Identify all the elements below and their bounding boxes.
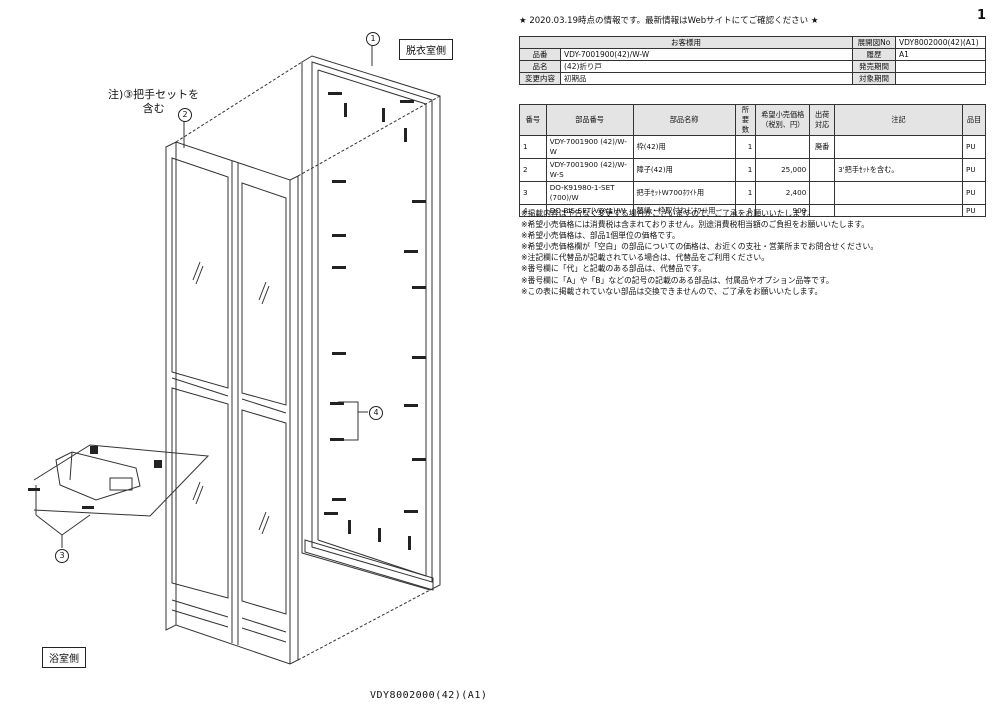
cell-name: 把手ｾｯﾄW700ﾎﾜｲﾄ用 <box>632 181 736 205</box>
cell-code: VDY-7001900 (42)/W-W-S <box>545 158 634 182</box>
callout-4: 4 <box>369 406 383 420</box>
cell-no: 3 <box>519 181 547 205</box>
cust-key: 発売期間 <box>852 60 896 73</box>
callout-3: 3 <box>55 549 69 563</box>
cust-key: 変更内容 <box>519 72 561 85</box>
cell-ship <box>809 158 836 182</box>
exploded-drawing <box>28 46 441 665</box>
drawing-number-footer: VDY8002000(42)(A1) <box>370 690 488 701</box>
cell-price: 25,000 <box>755 158 811 182</box>
cell-code: DO-BIS-SET(VDY1)/W <box>545 204 634 217</box>
note-line: ※掲載内容は予告なく変更する場合がございますので、ご了承をお願いいたします。 <box>521 209 815 218</box>
callout-2: 2 <box>178 108 192 122</box>
note-line: ※この表に掲載されていない部品は交換できませんので、ご了承をお願いいたします。 <box>521 286 823 296</box>
cell-price <box>755 135 811 159</box>
cust-key: 品名 <box>519 60 561 73</box>
col-header: 部品名称 <box>632 104 736 136</box>
cust-value: VDY-7001900(42)/W-W <box>560 48 853 61</box>
cust-value: (42)折り戸 <box>560 60 853 73</box>
cell-no: 2 <box>519 158 547 182</box>
cell-type: PU <box>962 135 986 159</box>
cust-key: 品番 <box>519 48 561 61</box>
note-line: ※希望小売価格欄が「空白」の部品についての価格は、お近くの支社・営業所までお問合… <box>521 242 879 252</box>
cust-key: 対象期間 <box>852 72 896 85</box>
table-row: 2 VDY-7001900 (42)/W-W-S 障子(42)用 1 25,00… <box>519 158 986 182</box>
note-line: ※番号欄に「代」と記載のある部品は、代替品です。 <box>521 264 707 274</box>
col-header: 部品番号 <box>545 104 634 136</box>
cell-name: 枠(42)用 <box>632 135 736 159</box>
cust-value: VDY8002000(42)(A1) <box>895 36 986 49</box>
cell-type: PU <box>962 204 986 217</box>
cell-ship <box>809 181 836 205</box>
customer-table: お客様用 展開図No VDY8002000(42)(A1) 品番 VDY-700… <box>519 36 986 85</box>
frame-outline <box>301 55 441 591</box>
parts-table: 番号 部品番号 部品名称 所要数 希望小売価格（税別、円） 出荷対応 注記 品目… <box>519 104 986 217</box>
page-number: 1 <box>976 8 986 23</box>
label-bathroom: 浴室側 <box>42 647 86 668</box>
cell-code: DO-K91980-1-SET (700)/W <box>545 181 634 205</box>
col-header: 出荷対応 <box>809 104 836 136</box>
cust-value: 初期品 <box>560 72 853 85</box>
cell-type: PU <box>962 181 986 205</box>
handle-set <box>55 451 141 501</box>
note-line: ※番号欄に「A」や「B」などの記号の記載のある部品は、付属品やオプション品等です… <box>521 275 834 285</box>
cell-ship: 廃番 <box>809 135 836 159</box>
table-row: 1 VDY-7001900 (42)/W-W 枠(42)用 1 廃番 PU <box>519 135 986 159</box>
col-header: 所要数 <box>734 104 757 136</box>
cell-name: 障子(42)用 <box>632 158 736 182</box>
cell-note <box>834 181 964 205</box>
note-line: ※希望小売価格には消費税は含まれておりません。別途消費税相当額のご負担をお願いい… <box>521 220 870 230</box>
cust-value: A1 <box>895 48 986 61</box>
cell-no: 4 <box>519 204 547 217</box>
handle-note: 注)③把手セットを 含む <box>108 88 199 116</box>
cell-no: 1 <box>519 135 547 159</box>
cust-key: 履歴 <box>852 48 896 61</box>
col-header: 品目 <box>962 104 986 136</box>
notes-list: ※掲載内容は予告なく変更する場合がございますので、ご了承をお願いいたします。 ※… <box>521 208 878 297</box>
cell-qty: 1 <box>734 181 757 205</box>
callout-1: 1 <box>366 32 380 46</box>
info-notice: ★ 2020.03.19時点の情報です。最新情報はWebサイトにてご確認ください… <box>519 16 819 26</box>
cust-value <box>895 72 986 85</box>
col-header: 注記 <box>834 104 964 136</box>
label-dressing-room: 脱衣室側 <box>399 39 453 60</box>
handle-note-text: 注)③把手セットを 含む <box>108 88 200 115</box>
cell-qty: 1 <box>734 158 757 182</box>
cell-note: 3'把手ｾｯﾄを含む。 <box>834 158 964 182</box>
cell-qty: 1 <box>734 135 757 159</box>
cust-key: 展開図No <box>852 36 896 49</box>
cust-value <box>895 60 986 73</box>
cell-price: 2,400 <box>755 181 811 205</box>
table-row: 4 DO-BIS-SET(VDY1)/W 額縁・枠取付ねじﾎﾜｲﾄ用 1 900… <box>519 204 986 217</box>
cell-price: 900 <box>755 204 811 217</box>
cell-note <box>834 204 964 217</box>
col-header: 番号 <box>519 104 547 136</box>
cell-code: VDY-7001900 (42)/W-W <box>545 135 634 159</box>
table-row: 3 DO-K91980-1-SET (700)/W 把手ｾｯﾄW700ﾎﾜｲﾄ用… <box>519 181 986 205</box>
cell-name: 額縁・枠取付ねじﾎﾜｲﾄ用 <box>632 204 736 217</box>
note-line: ※注記欄に代替品が記載されている場合は、代替品をご利用ください。 <box>521 253 769 263</box>
note-line: ※希望小売価格は、部品1個単位の価格です。 <box>521 231 680 241</box>
cell-type: PU <box>962 158 986 182</box>
col-header: 希望小売価格（税別、円） <box>755 104 811 136</box>
cell-note <box>834 135 964 159</box>
customer-table-header: お客様用 <box>519 36 853 49</box>
